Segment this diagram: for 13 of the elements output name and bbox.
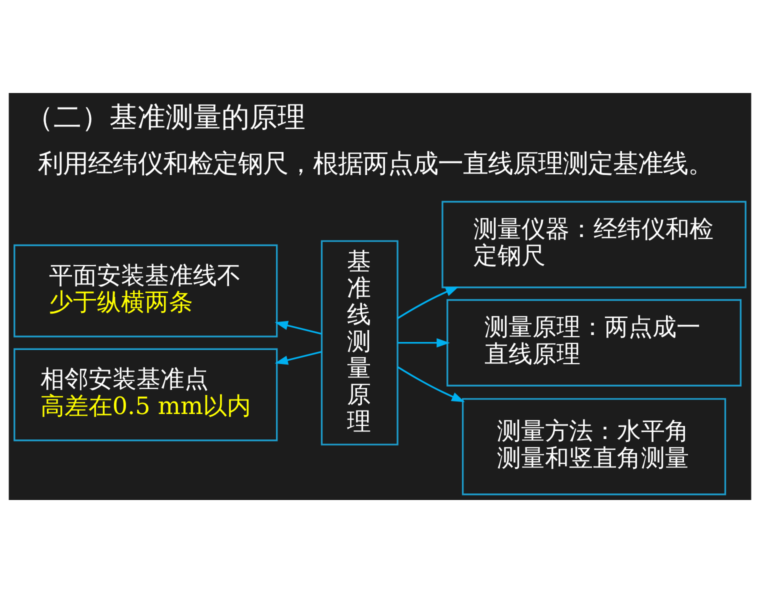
node-box: 相邻安装基准点 高差在0.5 mm以内 bbox=[14, 348, 278, 441]
arrow bbox=[398, 338, 450, 347]
node-box: 测量仪器：经纬仪和检定钢尺 bbox=[442, 200, 746, 288]
diagram-title: （二）基准测量的原理 bbox=[26, 100, 306, 134]
arrow bbox=[397, 366, 465, 402]
node-box: 测量方法：水平角测量和竖直角测量 bbox=[462, 398, 726, 495]
node-box: 平面安装基准线不 少于纵横两条 bbox=[14, 244, 278, 337]
arrow bbox=[274, 350, 322, 364]
label: 利用经纬仪和检定钢尺，根据两点成一直线原理测定基准线。 bbox=[38, 148, 714, 178]
node-box: 基准线测量原理 bbox=[320, 240, 398, 445]
arrow bbox=[274, 320, 322, 334]
node-box: 测量原理：两点成一直线原理 bbox=[446, 298, 742, 386]
arrow bbox=[397, 286, 459, 318]
